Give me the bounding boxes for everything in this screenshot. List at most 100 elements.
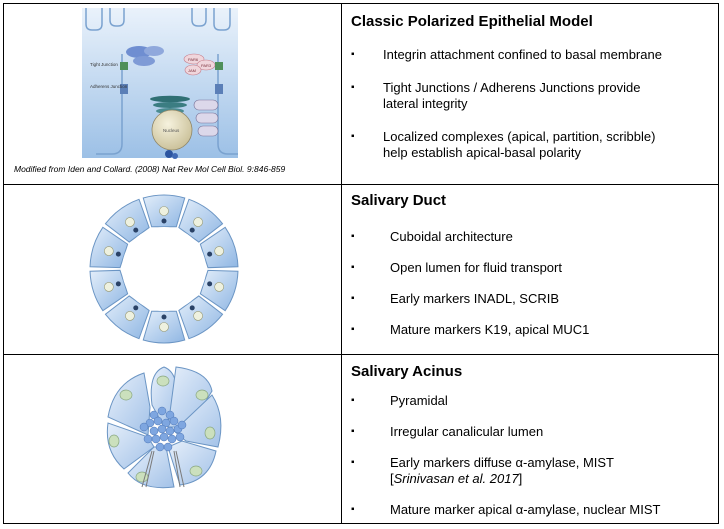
- bullet-marker: ▪: [351, 131, 355, 142]
- bullet-marker: ▪: [351, 231, 355, 242]
- bullet-text: Integrin attachment confined to basal me…: [383, 47, 662, 62]
- bullet-text: Early markers diffuse α-amylase, MIST: [390, 455, 614, 470]
- granule: [163, 442, 173, 452]
- column-divider: [341, 4, 342, 523]
- granule: [157, 406, 167, 416]
- granule: [165, 426, 175, 436]
- list-item: ▪Open lumen for fluid transport: [351, 260, 677, 276]
- salivary-duct-figure: [89, 194, 239, 344]
- list-item: ▪Early markers diffuse α-amylase, MIST[S…: [351, 455, 677, 487]
- duct-cell-nucleus: [125, 311, 135, 321]
- epithelial-model-figure: Tight Junction Adherens Junction Nucleus…: [82, 8, 238, 159]
- bullet-marker: ▪: [351, 293, 355, 304]
- duct-cell-nucleus: [214, 282, 224, 292]
- bullet-marker: ▪: [351, 262, 355, 273]
- duct-lumen: [122, 227, 206, 311]
- row-divider: [4, 354, 718, 355]
- row-title-salivary-duct: Salivary Duct: [351, 192, 447, 209]
- epithelial-model-text-cell: Classic Polarized Epithelial Model ▪ Inte…: [342, 4, 719, 184]
- citation-close-bracket: ]: [518, 471, 523, 486]
- apical-complex: [133, 56, 155, 66]
- list-item: ▪ Irregular canalicular lumen: [351, 424, 677, 440]
- tight-junction-marker: [120, 62, 128, 70]
- granule: [165, 410, 175, 420]
- granule: [143, 434, 153, 444]
- duct-cell-nucleus: [104, 282, 114, 292]
- duct-junction: [161, 314, 167, 320]
- granule: [145, 418, 155, 428]
- salivary-duct-figure-cell: [4, 185, 341, 354]
- bullet-text: Pyramidal: [390, 393, 448, 408]
- scribble-complex: [193, 99, 219, 137]
- duct-junction: [189, 227, 195, 233]
- granule: [149, 426, 159, 436]
- granule: [167, 434, 177, 444]
- integrin-attachment: [165, 150, 173, 158]
- granule: [151, 434, 161, 444]
- salivary-duct-text-cell: Salivary Duct ▪ Cuboidal architecture ▪Op…: [342, 185, 719, 354]
- epithelial-model-figure-cell: Tight Junction Adherens Junction Nucleus…: [4, 4, 341, 184]
- salivary-acinus-text-cell: Salivary Acinus ▪Pyramidal ▪Irregular ca…: [342, 355, 719, 525]
- list-item: ▪ Early markers INADL, SCRIB: [351, 291, 677, 307]
- duct-junction: [115, 281, 121, 287]
- bullet-marker: ▪: [351, 395, 355, 406]
- acinar-nuclei: [108, 375, 216, 483]
- granule: [159, 432, 169, 442]
- granule: [149, 410, 159, 420]
- adherens-junction-marker: [120, 84, 128, 94]
- bullet-text: Irregular canalicular lumen: [390, 424, 544, 439]
- duct-junction: [133, 227, 139, 233]
- granule: [175, 432, 185, 442]
- granule: [157, 424, 167, 434]
- duct-cell-nucleus: [104, 246, 114, 256]
- duct-cell-nucleus: [159, 206, 169, 216]
- duct-junction: [115, 251, 121, 257]
- bullet-text: Early markers INADL, SCRIB: [390, 291, 560, 306]
- duct-junction: [189, 305, 195, 311]
- list-item: ▪Integrin attachment confined to basal m…: [351, 47, 677, 63]
- list-item: ▪ Pyramidal: [351, 393, 677, 409]
- duct-cell-ring: [89, 194, 239, 344]
- jam-complex: [184, 64, 202, 76]
- integrin-attachment: [172, 153, 178, 159]
- bullet-marker: ▪: [351, 426, 355, 437]
- bullet-text: Tight Junctions / Adherens Junctions pro…: [383, 80, 641, 111]
- figure-caption: Modified from Iden and Collard. (2008) N…: [14, 164, 286, 174]
- salivary-acinus-figure-cell: [4, 355, 341, 525]
- salivary-acinus-figure: [106, 366, 222, 489]
- duct-junction: [133, 305, 139, 311]
- figure-label-tight-junction: Tight Junction: [90, 62, 118, 67]
- bullet-list: ▪Pyramidal ▪Irregular canalicular lumen …: [351, 393, 677, 518]
- duct-cell-nucleus: [214, 246, 224, 256]
- list-item: ▪Localized complexes (apical, partition,…: [351, 129, 677, 161]
- bullet-text: Mature marker apical α-amylase, nuclear …: [390, 502, 661, 517]
- bullet-text: Cuboidal architecture: [390, 229, 513, 244]
- granule: [153, 416, 163, 426]
- figure-label-adherens-junction: Adherens Junction: [90, 84, 128, 89]
- duct-cell-nucleus: [125, 217, 135, 227]
- tight-junction-marker: [215, 62, 223, 70]
- row-title-epithelial-model: Classic Polarized Epithelial Model: [351, 13, 593, 30]
- comparison-table: Tight Junction Adherens Junction Nucleus…: [3, 3, 719, 524]
- duct-cell-nucleus: [159, 322, 169, 332]
- figure-label-jam: JAM: [188, 68, 196, 73]
- basal-junctions: [141, 450, 185, 488]
- bullet-marker: ▪: [351, 504, 355, 515]
- duct-cell-nucleus: [193, 311, 203, 321]
- list-item: ▪ Cuboidal architecture: [351, 229, 677, 245]
- citation: Srinivasan et al. 2017: [393, 471, 519, 486]
- bullet-list: ▪ Integrin attachment confined to basal m…: [351, 47, 677, 161]
- secretory-granules: [139, 406, 187, 452]
- list-item: ▪Mature markers K19, apical MUC1: [351, 322, 677, 338]
- granule: [155, 442, 165, 452]
- citation-open-bracket: [: [390, 471, 394, 486]
- nucleus: [151, 109, 193, 151]
- granule: [169, 416, 179, 426]
- apical-complex: [144, 46, 164, 56]
- duct-junction: [161, 218, 167, 224]
- figure-label-nucleus: Nucleus: [163, 128, 180, 133]
- cell-membranes: [85, 8, 238, 155]
- list-item: ▪ Mature marker apical α-amylase, nuclear…: [351, 502, 677, 518]
- bullet-list: ▪ Cuboidal architecture ▪Open lumen for f…: [351, 229, 677, 338]
- granule: [161, 418, 171, 428]
